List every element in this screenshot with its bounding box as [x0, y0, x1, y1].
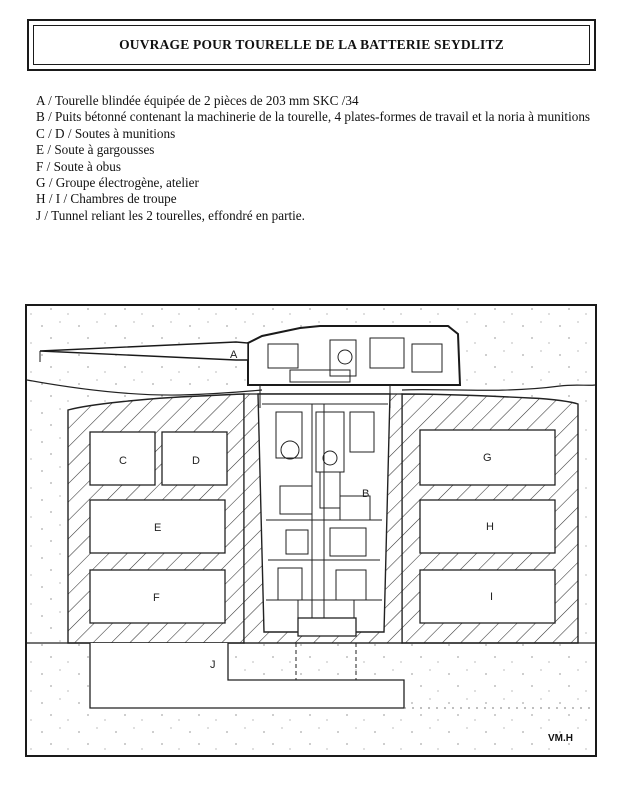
title-frame-inner	[33, 25, 590, 65]
shaft-machinery	[266, 404, 382, 621]
room-g	[419, 429, 556, 486]
label-h: H	[486, 521, 494, 533]
room-e	[89, 499, 226, 554]
room-h	[419, 499, 556, 554]
label-c: C	[119, 455, 127, 467]
turret-machinery	[259, 337, 443, 408]
legend-item-cd: C / D / Soutes à munitions	[36, 125, 176, 141]
label-f: F	[153, 592, 160, 604]
legend-item-hi: H / I / Chambres de troupe	[36, 191, 177, 207]
room-i	[419, 569, 556, 624]
legend: A / Tourelle blindée équipée de 2 pièces…	[36, 93, 606, 224]
page-title: OUVRAGE POUR TOURELLE DE LA BATTERIE SEY…	[119, 37, 504, 52]
ground-line	[26, 379, 596, 396]
legend-item-a: A / Tourelle blindée équipée de 2 pièces…	[36, 93, 359, 108]
author-signature: VM.H	[548, 733, 573, 744]
legend-item-f: F / Soute à obus	[36, 158, 121, 174]
label-g: G	[483, 452, 492, 464]
label-b: B	[362, 488, 369, 500]
legend-item-g: G / Groupe électrogène, atelier	[36, 175, 199, 191]
room-f	[89, 569, 226, 624]
room-c	[89, 431, 156, 486]
gun-barrel	[39, 341, 249, 361]
room-d	[161, 431, 228, 486]
title-frame: OUVRAGE POUR TOURELLE DE LA BATTERIE SEY…	[27, 19, 596, 71]
label-i: I	[490, 591, 493, 603]
tunnel-j	[89, 643, 405, 709]
label-e: E	[154, 522, 161, 534]
legend-item-j: J / Tunnel reliant les 2 tourelles, effo…	[36, 207, 305, 223]
shaft-base	[297, 617, 357, 637]
label-j: J	[210, 659, 216, 671]
label-d: D	[192, 455, 200, 467]
legend-item-b: B / Puits bétonné contenant la machineri…	[36, 109, 591, 125]
label-a: A	[230, 349, 238, 361]
legend-item-e: E / Soute à gargousses	[36, 142, 155, 158]
